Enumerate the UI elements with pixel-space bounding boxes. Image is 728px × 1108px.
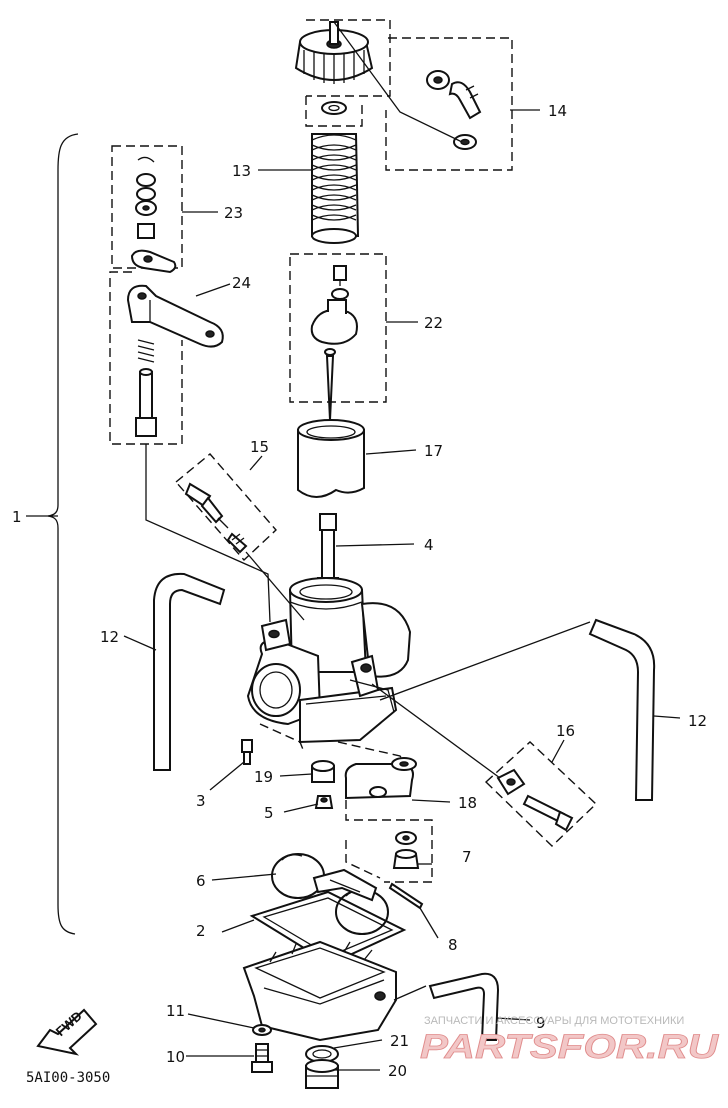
- callout-4: 4: [424, 536, 434, 554]
- vent-hose-left: [153, 572, 226, 771]
- fwd-arrow-icon: FWD: [36, 1008, 98, 1056]
- plug-20: [305, 1059, 339, 1089]
- assembly-bracket: [47, 133, 79, 935]
- float-left: [271, 853, 325, 899]
- collar-19: [311, 760, 335, 783]
- air-screw-spring: [226, 532, 248, 554]
- callout-12-right: 12: [688, 712, 707, 730]
- callout-22: 22: [424, 314, 443, 332]
- callout-19: 19: [254, 768, 273, 786]
- lever-link-line: [145, 444, 271, 623]
- needle-jet: [317, 513, 339, 587]
- callout-12-left: 12: [100, 628, 119, 646]
- throttle-valve-spring: [311, 133, 360, 244]
- callout-15: 15: [250, 438, 269, 456]
- callout-labels: 1 2 3 4 5 6 7 8 9 10 11 12 12 13 14 15 1…: [12, 102, 707, 1080]
- callout-21: 21: [390, 1032, 409, 1050]
- callout-3: 3: [196, 792, 206, 810]
- air-screw-link-line: [245, 551, 305, 621]
- elbow-fitting: [448, 81, 482, 120]
- callout-11: 11: [166, 1002, 185, 1020]
- cap-group-outline: [305, 19, 391, 127]
- needle-assembly: [310, 265, 358, 421]
- float-chamber-gasket-inner: [262, 897, 394, 957]
- callout-23: 23: [224, 204, 243, 222]
- callout-5: 5: [264, 804, 274, 822]
- callout-17: 17: [424, 442, 443, 460]
- carburetor-body: [246, 577, 412, 744]
- bracket-18: [344, 757, 417, 800]
- group-15-outline: [174, 453, 277, 562]
- group-22-outline: [289, 253, 387, 403]
- callout-10: 10: [166, 1048, 185, 1066]
- drain-hose: [428, 972, 500, 1041]
- watermark-caption: ЗАПЧАСТИ И АКСЕССУАРЫ ДЛЯ МОТОТЕХНИКИ: [424, 1015, 684, 1027]
- nut-5: [314, 795, 334, 809]
- diagram-code: 5AI00-3050: [26, 1070, 110, 1086]
- cap-seal-ring: [321, 101, 347, 115]
- washer-11: [252, 1024, 272, 1036]
- plunger-spring: [137, 339, 155, 363]
- screw-3: [241, 739, 253, 765]
- group-16-outline: [484, 741, 598, 847]
- mixing-chamber-cap: [294, 21, 374, 84]
- vent-hose-right: [588, 618, 656, 801]
- float-bowl: [242, 940, 397, 1042]
- callout-16: 16: [556, 722, 575, 740]
- leader-lines: [26, 109, 681, 1071]
- plunger: [135, 368, 157, 437]
- callout-1: 1: [12, 508, 22, 526]
- hose-link-line: [379, 621, 591, 701]
- idle-screw: [496, 768, 574, 832]
- group-14-outline: [385, 37, 513, 171]
- float-arm: [312, 868, 378, 902]
- watermark-brand: PARTSFOR.RU: [420, 1028, 720, 1066]
- group-24-outline: [109, 271, 183, 445]
- callout-9: 9: [536, 1014, 546, 1032]
- group-23-outline: [111, 145, 183, 269]
- callout-8: 8: [448, 936, 458, 954]
- callout-2: 2: [196, 922, 206, 940]
- throttle-lever: [126, 284, 224, 348]
- group-7-outline: [345, 800, 433, 883]
- callout-14: 14: [548, 102, 567, 120]
- float-pin-8: [388, 882, 424, 910]
- callout-24: 24: [232, 274, 251, 292]
- callout-20: 20: [388, 1062, 407, 1080]
- callout-13: 13: [232, 162, 251, 180]
- watermark: ЗАПЧАСТИ И АКСЕССУАРЫ ДЛЯ МОТОТЕХНИКИ PA…: [420, 1015, 721, 1066]
- washer-nut-7: [392, 831, 420, 869]
- idle-screw-link-line: [371, 683, 501, 779]
- callout-6: 6: [196, 872, 206, 890]
- fitting-link-line: [333, 21, 463, 143]
- fitting-nut: [426, 70, 450, 90]
- group-23-parts: [130, 156, 177, 274]
- air-screw: [184, 482, 229, 529]
- drain-screw-10: [251, 1043, 273, 1073]
- throttle-valve: [297, 419, 365, 498]
- fitting-washer: [453, 134, 477, 150]
- callout-18: 18: [458, 794, 477, 812]
- callout-7: 7: [462, 848, 472, 866]
